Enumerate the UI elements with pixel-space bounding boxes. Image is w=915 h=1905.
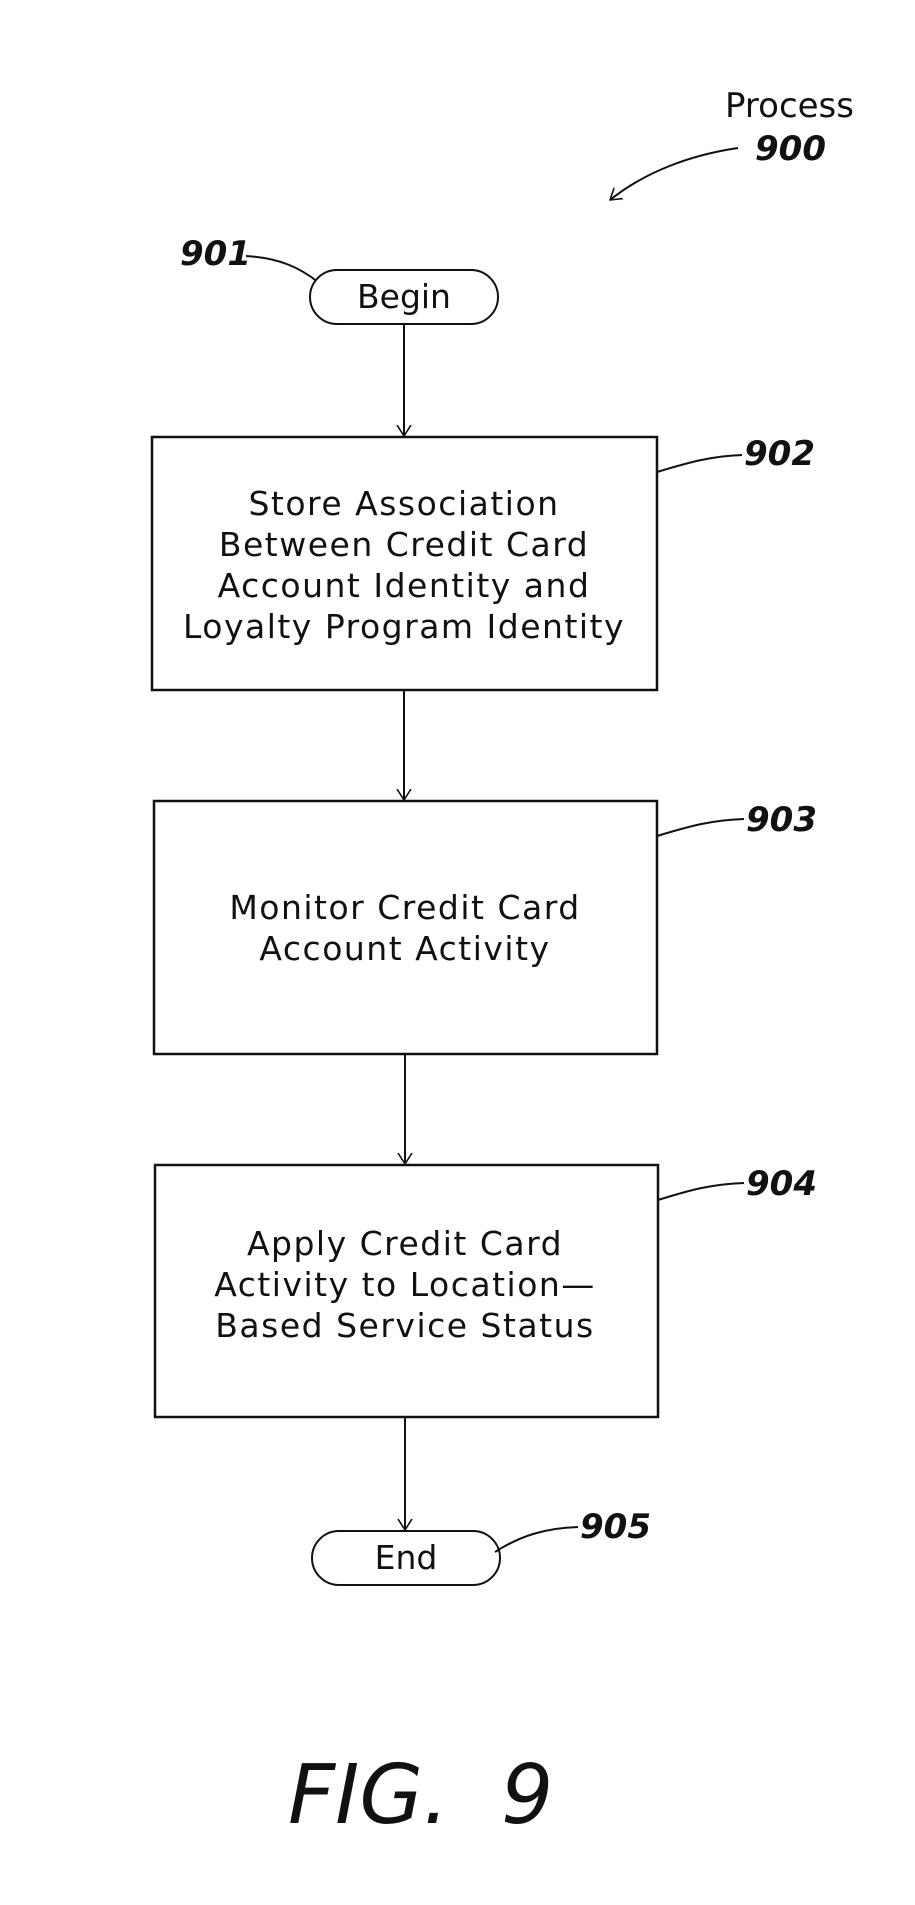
step-902-line-2: Between Credit Card — [219, 525, 589, 564]
begin-ref-number: 901 — [180, 234, 251, 274]
begin-label: Begin — [357, 277, 451, 316]
step-904-line-2: Activity to Location— — [214, 1265, 596, 1304]
step-903-ref-leader — [657, 819, 744, 836]
process-number: 900 — [755, 129, 826, 169]
begin-ref-leader — [246, 256, 318, 282]
figure-caption: FIG. 9 — [288, 1748, 553, 1843]
end-label: End — [375, 1538, 438, 1577]
step-904-ref-number: 904 — [746, 1164, 817, 1204]
process-label: Process — [725, 86, 854, 126]
step-903-ref-number: 903 — [746, 800, 817, 840]
process-pointer-arrow — [610, 148, 738, 200]
step-902-ref-leader — [657, 455, 742, 472]
step-902-line-1: Store Association — [248, 484, 559, 523]
step-904-line-3: Based Service Status — [215, 1306, 594, 1345]
step-903-line-2: Account Activity — [259, 929, 550, 968]
step-903-line-1: Monitor Credit Card — [229, 888, 580, 927]
step-904-ref-leader — [658, 1183, 744, 1200]
step-902-line-3: Account Identity and — [218, 566, 591, 605]
step-904-line-1: Apply Credit Card — [247, 1224, 563, 1263]
step-902-line-4: Loyalty Program Identity — [183, 607, 625, 646]
process-box-903 — [154, 801, 657, 1054]
end-ref-number: 905 — [580, 1507, 651, 1547]
step-902-ref-number: 902 — [744, 434, 815, 474]
end-ref-leader — [495, 1527, 578, 1552]
